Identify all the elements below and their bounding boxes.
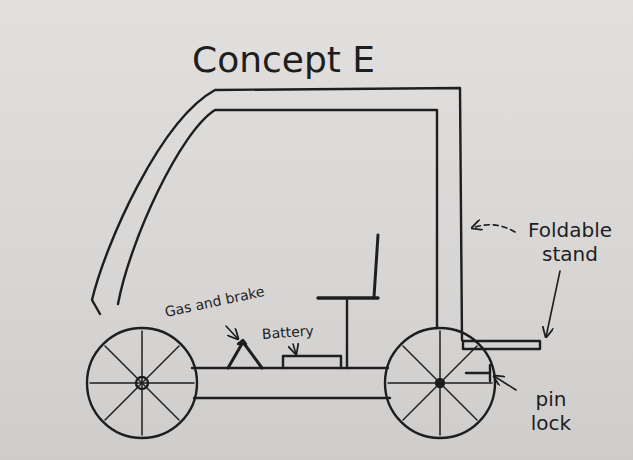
leader-arrow xyxy=(546,271,560,337)
part-label: pin lock xyxy=(520,387,582,435)
body-inner-line xyxy=(118,110,437,328)
foldable-stand-bar xyxy=(463,341,540,349)
part-label: Gas and brake xyxy=(163,283,266,321)
seat-pan xyxy=(318,296,378,300)
front-wheel xyxy=(87,328,197,438)
fold-motion-arrow xyxy=(472,225,515,232)
seat-back xyxy=(374,235,378,297)
pin-lock xyxy=(489,365,491,381)
wheel-spokes xyxy=(388,331,492,435)
leader-arrow xyxy=(226,326,238,339)
seat-post xyxy=(346,300,348,368)
body-outer-line xyxy=(92,88,462,340)
sketch-title: Concept E xyxy=(192,38,375,81)
pedal-tip xyxy=(238,340,246,344)
pin-lock xyxy=(466,372,490,374)
rear-wheel xyxy=(385,328,495,438)
battery-box xyxy=(283,356,341,368)
leader-arrow xyxy=(293,344,296,354)
wheel-spokes xyxy=(90,331,194,435)
floor-line xyxy=(192,367,388,369)
part-label: Foldable stand xyxy=(520,218,620,266)
floor-line xyxy=(194,397,390,399)
leader-arrow xyxy=(494,376,516,390)
pedal-lever xyxy=(228,342,262,368)
part-label: Battery xyxy=(261,322,314,342)
